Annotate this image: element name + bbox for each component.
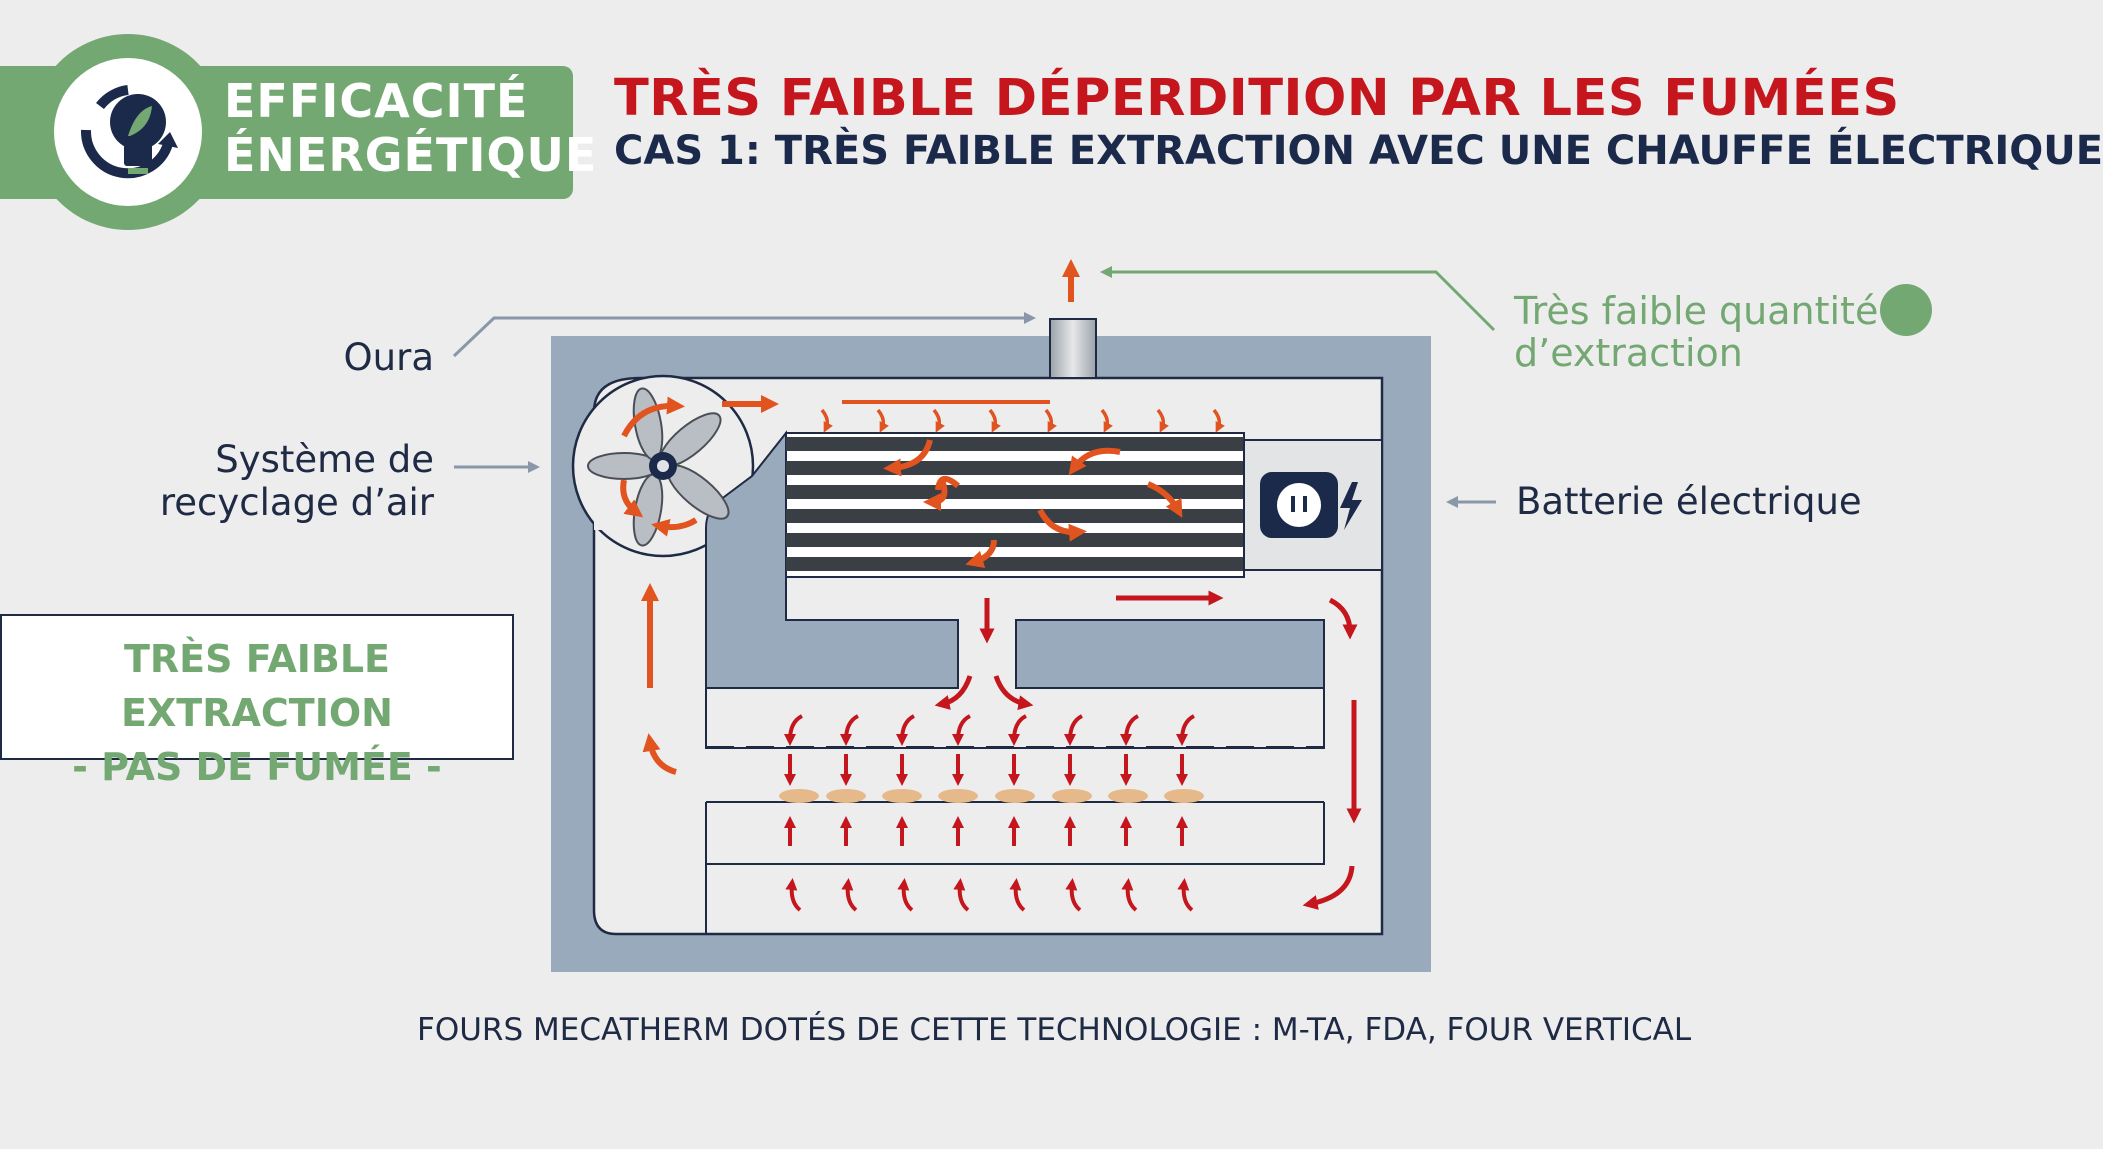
label-oura: Oura bbox=[343, 336, 434, 379]
exchanger-tubes bbox=[786, 437, 1244, 571]
badge-title: EFFICACITÉ ÉNERGÉTIQUE bbox=[224, 74, 597, 182]
page-subtitle: CAS 1: TRÈS FAIBLE EXTRACTION AVEC UNE C… bbox=[614, 128, 2103, 174]
red-small-arrows bbox=[784, 714, 1196, 912]
page-title: TRÈS FAIBLE DÉPERDITION PAR LES FUMÉES bbox=[614, 69, 1900, 128]
eco-bulb-refresh-icon bbox=[30, 34, 226, 230]
red-heat-flows bbox=[934, 590, 1362, 910]
extraction-box-line-2: - PAS DE FUMÉE - bbox=[72, 745, 442, 789]
oura-chimney bbox=[1049, 318, 1097, 379]
extraction-box-line-1: TRÈS FAIBLE EXTRACTION bbox=[121, 637, 393, 735]
label-extraction-1: Très faible quantité bbox=[1514, 289, 1879, 333]
orange-down-arrows bbox=[820, 408, 1226, 433]
badge-line-2: ÉNERGÉTIQUE bbox=[224, 128, 598, 182]
badge-line-1: EFFICACITÉ bbox=[224, 74, 529, 128]
orange-air-flows bbox=[620, 259, 1183, 775]
oven-diagram bbox=[452, 259, 1932, 972]
dashed-belts bbox=[706, 746, 1324, 865]
label-battery: Batterie électrique bbox=[1516, 480, 1862, 523]
callout-pointers bbox=[452, 266, 1496, 508]
extraction-box: TRÈS FAIBLE EXTRACTION - PAS DE FUMÉE - bbox=[0, 614, 514, 789]
label-recycling-2: recyclage d’air bbox=[159, 481, 434, 524]
footer-text: FOURS MECATHERM DOTÉS DE CETTE TECHNOLOG… bbox=[417, 1012, 1692, 1048]
bread-loaves bbox=[779, 789, 1204, 803]
inner-duct-right bbox=[1015, 619, 1325, 689]
electric-plug-icon bbox=[1260, 472, 1362, 538]
label-extraction-2: d’extraction bbox=[1514, 331, 1743, 375]
extraction-indicator-dot bbox=[1880, 284, 1932, 336]
label-recycling-1: Système de bbox=[215, 438, 434, 481]
